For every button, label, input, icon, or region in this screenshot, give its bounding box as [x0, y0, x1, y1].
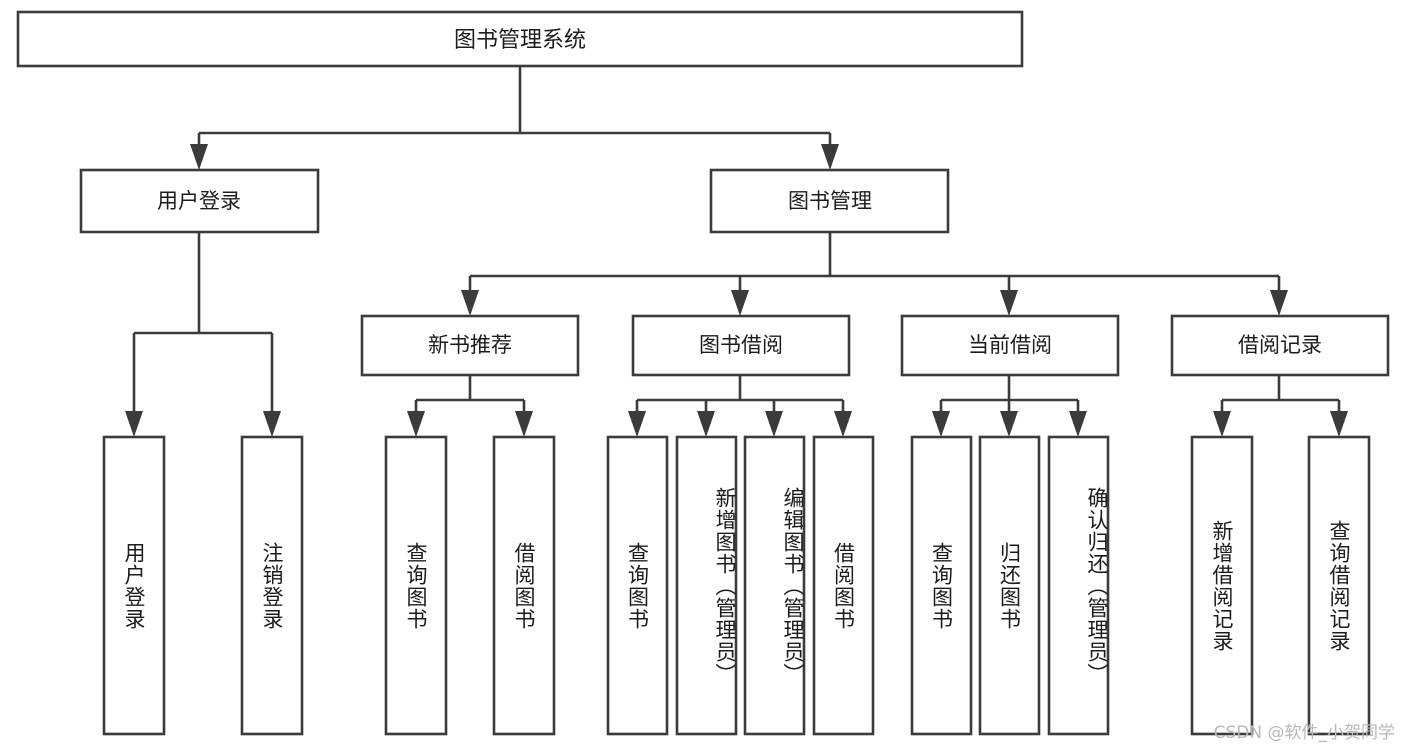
- node-leaf-user-login-box[interactable]: [102, 435, 166, 736]
- arrow-head-book-borrow: [731, 290, 749, 316]
- arrow-head-current-borrow: [1000, 290, 1018, 316]
- arrow-head-bookborrow-leaf-2: [697, 411, 715, 437]
- node-borrow-record-label: 借阅记录: [1238, 333, 1322, 357]
- arrow-head-leaf-logout: [263, 411, 281, 437]
- node-new-book-recommend-label: 新书推荐: [428, 333, 512, 357]
- node-user-login-box[interactable]: [79, 168, 320, 234]
- node-leaf-newbook-query-box[interactable]: [384, 435, 448, 736]
- node-leaf-borrow-add-box[interactable]: [675, 435, 738, 736]
- arrow-head-bookborrow-leaf-3: [765, 411, 783, 437]
- arrow-head-new-book-rec: [461, 290, 479, 316]
- node-root-label: 图书管理系统: [454, 28, 586, 53]
- arrow-head-currentborrow-leaf-2: [1000, 411, 1018, 437]
- arrow-head-borrow-record: [1270, 290, 1288, 316]
- node-leaf-logout-box[interactable]: [240, 435, 304, 736]
- node-user-login-label: 用户登录: [157, 189, 241, 213]
- connector-layer: [125, 66, 1348, 437]
- arrow-head-user-login: [190, 144, 208, 170]
- node-leaf-borrow-query-box[interactable]: [606, 435, 669, 736]
- node-book-management-box[interactable]: [709, 168, 950, 234]
- node-leaf-newbook-borrow-box[interactable]: [492, 435, 556, 736]
- node-leaf-record-query-box[interactable]: [1307, 435, 1371, 736]
- arrow-head-currentborrow-leaf-3: [1069, 411, 1087, 437]
- node-current-borrow-box[interactable]: [900, 314, 1120, 377]
- node-borrow-record-box[interactable]: [1170, 314, 1390, 377]
- node-leaf-borrow-lend-box[interactable]: [812, 435, 875, 736]
- arrow-head-newbook-leaf-1: [407, 411, 425, 437]
- node-book-borrow-label: 图书借阅: [699, 333, 783, 357]
- csdn-watermark: CSDN @软件_小贺同学: [1213, 723, 1395, 743]
- node-root-box[interactable]: [16, 10, 1024, 68]
- node-new-book-recommend-box[interactable]: [360, 314, 580, 377]
- node-book-borrow-box[interactable]: [631, 314, 851, 377]
- node-leaf-current-return-box[interactable]: [978, 435, 1041, 736]
- arrow-head-currentborrow-leaf-1: [932, 411, 950, 437]
- arrow-head-bookborrow-leaf-1: [628, 411, 646, 437]
- node-layer: 图书管理系统 用户登录 图书管理 新书推荐 图书借阅 当前借阅 借阅记录: [16, 10, 1390, 736]
- arrow-head-book-mgmt: [821, 144, 839, 170]
- arrow-head-leaf-user-login: [125, 411, 143, 437]
- node-leaf-current-confirm-box[interactable]: [1047, 435, 1110, 736]
- node-leaf-current-query-box[interactable]: [910, 435, 973, 736]
- arrow-head-borrowrecord-leaf-1: [1213, 411, 1231, 437]
- arrow-head-borrowrecord-leaf-2: [1330, 411, 1348, 437]
- node-current-borrow-label: 当前借阅: [968, 333, 1052, 357]
- arrow-head-newbook-leaf-2: [515, 411, 533, 437]
- node-book-management-label: 图书管理: [788, 189, 872, 213]
- node-leaf-borrow-edit-box[interactable]: [743, 435, 806, 736]
- node-leaf-record-add-box[interactable]: [1190, 435, 1254, 736]
- arrow-head-bookborrow-leaf-4: [834, 411, 852, 437]
